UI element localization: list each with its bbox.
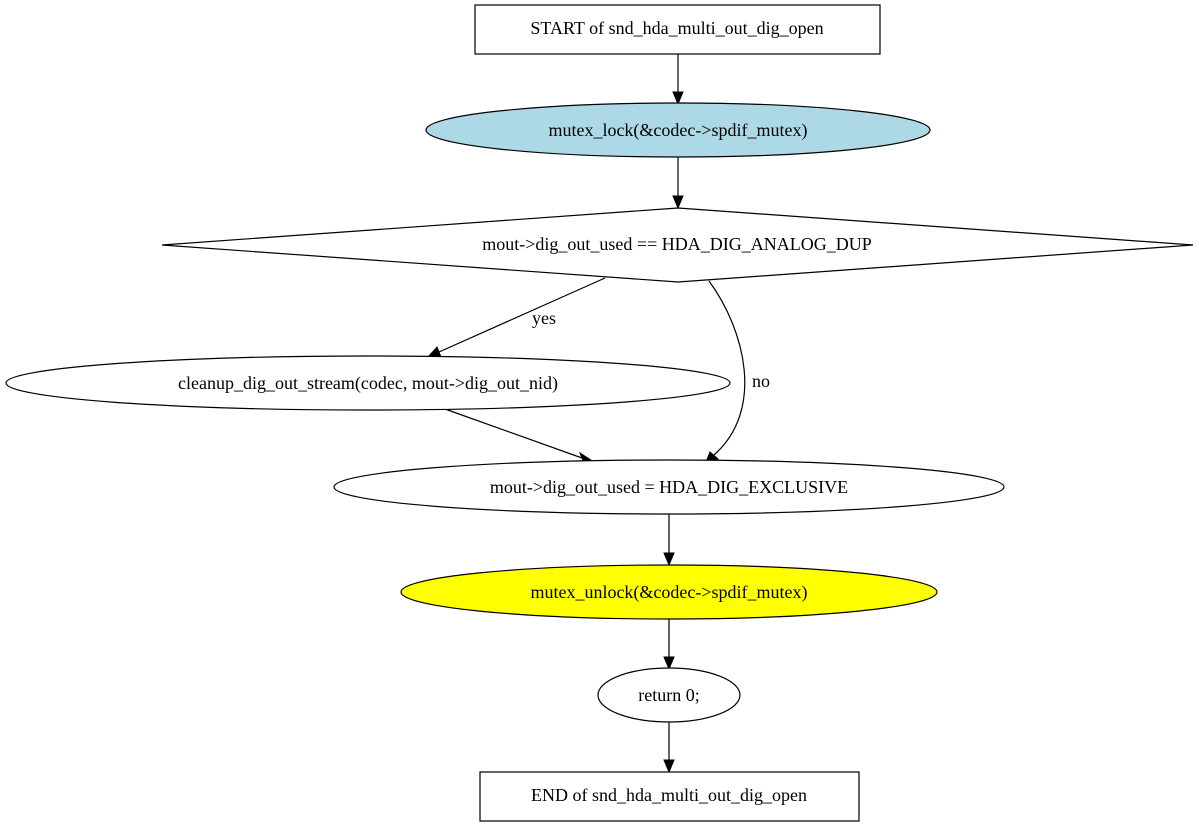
edge-decision-to-assign: no [705,280,770,463]
node-end-label: END of snd_hda_multi_out_dig_open [531,785,807,805]
node-start: START of snd_hda_multi_out_dig_open [474,4,881,55]
edge-unlock-to-return [663,619,675,671]
node-decision-label: mout->dig_out_used == HDA_DIG_ANALOG_DUP [482,234,871,254]
node-assign-label: mout->dig_out_used = HDA_DIG_EXCLUSIVE [490,477,848,497]
edge-label-yes: yes [532,308,556,328]
edges: yes no [426,54,770,774]
edge-cleanup-to-assign [444,408,596,464]
node-mutex-lock-label: mutex_lock(&codec->spdif_mutex) [548,120,807,141]
edge-assign-to-unlock [663,514,675,567]
node-mutex-lock: mutex_lock(&codec->spdif_mutex) [425,102,931,158]
node-start-label: START of snd_hda_multi_out_dig_open [530,18,823,38]
edge-label-no: no [752,371,770,391]
node-mutex-unlock: mutex_unlock(&codec->spdif_mutex) [400,564,938,620]
node-end: END of snd_hda_multi_out_dig_open [479,771,860,822]
edge-start-to-lock [672,54,684,106]
nodes: START of snd_hda_multi_out_dig_open mute… [5,4,1194,822]
node-return-label: return 0; [638,685,699,705]
node-cleanup-label: cleanup_dig_out_stream(codec, mout->dig_… [178,373,558,394]
edge-return-to-end [663,721,675,774]
node-decision: mout->dig_out_used == HDA_DIG_ANALOG_DUP [161,207,1194,283]
node-cleanup: cleanup_dig_out_stream(codec, mout->dig_… [5,355,731,411]
edge-decision-to-cleanup: yes [426,277,606,358]
node-mutex-unlock-label: mutex_unlock(&codec->spdif_mutex) [530,582,807,603]
edge-lock-to-decision [672,157,684,210]
node-return: return 0; [597,667,741,723]
node-assign: mout->dig_out_used = HDA_DIG_EXCLUSIVE [333,459,1005,515]
